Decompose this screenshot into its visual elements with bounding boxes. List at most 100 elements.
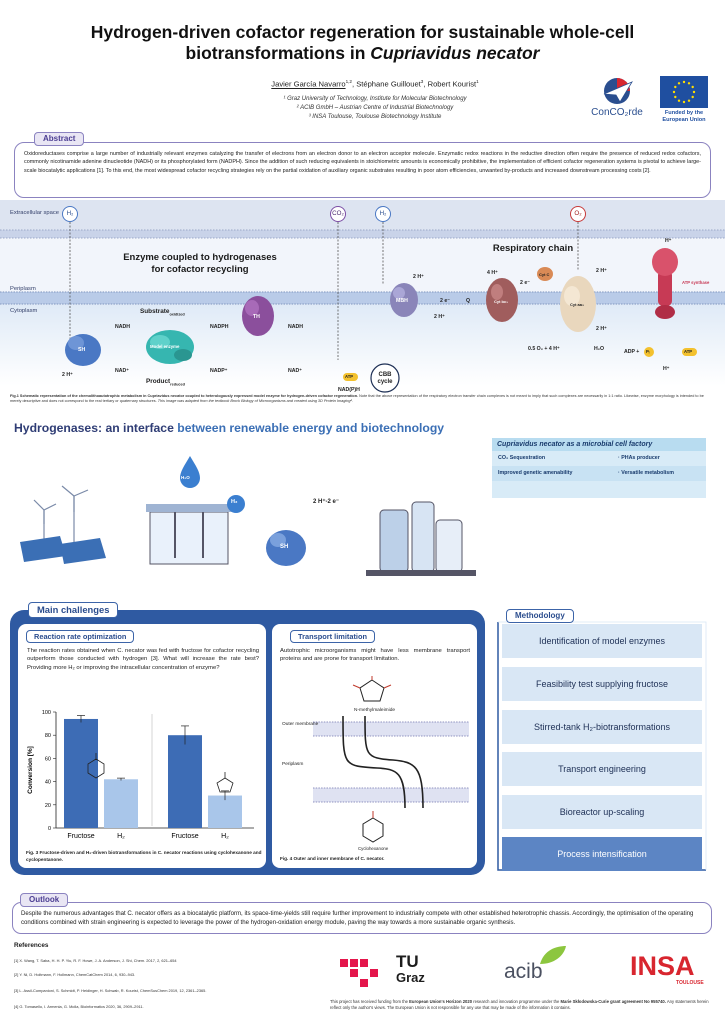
abstract-tab: Abstract [34,132,85,146]
bar-0 [64,718,98,828]
product-label: Productreduced [146,378,185,387]
fig4-caption: Fig. 4 Outer and inner membrane of C. ne… [280,856,385,861]
bar-1 [104,779,138,828]
periplasm-label: Periplasm [10,286,36,292]
author-list: Javier García Navarro1,2, Stéphane Guill… [271,79,479,89]
cytoplasm-label: Cytoplasm [10,308,38,314]
transport-limitation-tab: Transport limitation [290,630,375,643]
h2-molecule-right: H₂ [375,206,391,222]
respiratory-chain-heading: Respiratory chain [492,243,574,254]
main-challenges-section: The reaction rates obtained when C. neca… [10,610,485,875]
cell-factory-box: Cupriavidus necator as a microbial cell … [492,438,706,498]
aa3-protons-out: 2 H⁺ [596,268,607,274]
sh-hydrogenase-icon [266,530,306,566]
outlook-body: Despite the numerous advantages that C. … [12,902,712,934]
title-line-1: Hydrogen-driven cofactor regeneration fo… [90,22,635,42]
sh-label: SH [78,347,86,353]
electron-label: 2 H⁺-2 e⁻ [313,499,340,505]
mbh-protons-in: 2 H⁺ [434,314,445,320]
eu-stars-icon [672,80,696,104]
transport-limitation-text: Autotrophic microorganisms might have le… [280,648,470,663]
factory-row-2: Improved genetic amenability· Versatile … [492,466,706,481]
y-tick-label-2: 40 [45,780,51,786]
atp-synthase-label: ATP synthase [682,280,710,285]
nad-right: NAD⁺ [288,368,302,374]
insa-toulouse-label: TOULOUSE [676,980,704,986]
atp-synthase-proton-in: H⁺ [663,366,670,372]
model-enzyme-label: Model enzyme [150,344,180,349]
atp-synthase-proton-out: H⁺ [665,238,672,244]
h2-molecule-left: H₂ [62,206,78,222]
y-tick-label-3: 60 [45,756,51,762]
outlook-tab: Outlook [20,893,69,907]
nadp-label: NADP⁺ [210,368,228,374]
h2-bubble-icon [227,495,245,513]
outer-membrane-label: Outer membrane [282,722,319,727]
nadph-label: NADPH [210,324,229,330]
method-step-1: Identification of model enzymes [502,624,702,658]
co2-molecule: CO₂ [330,206,346,222]
category-label-3: H₂ [221,833,229,840]
reference-3: [3] L. Assil-Companioni, S. Schmidt, P. … [14,988,207,993]
water-drop-label: H₂O [181,475,190,480]
methodology-section: Identification of model enzymes Feasibil… [492,616,712,876]
adp-label: ADP + [624,349,640,355]
method-step-5: Bioreactor up-scaling [502,795,702,829]
main-challenges-tab: Main challenges [28,602,119,618]
atp-right: ATP [684,349,693,354]
tu-graz-logo: TU Graz [340,953,432,987]
cyt-bc1-complex [486,278,518,322]
references-heading: References [14,942,49,949]
bc1-protons: 4 H⁺ [487,270,498,276]
acib-leaf-icon [540,946,566,964]
hydrogenases-title: Hydrogenases: an interface between renew… [14,421,445,435]
sh-protons: 2 H⁺ [62,372,73,378]
fig1-caption: Fig.1 Schematic representation of the ch… [10,394,704,403]
cytc-electrons: 2 e⁻ [520,280,530,286]
y-axis-label: Conversion [%] [27,746,34,794]
nadh-left: NADH [115,324,130,330]
mbh-electrons: 2 e⁻ [440,298,450,304]
concorde-logo: ConCO₂rde [580,76,652,124]
acib-logo: acib [504,960,543,983]
nad-left: NAD⁺ [115,368,129,374]
cell-factory-heading: Cupriavidus necator as a microbial cell … [492,438,706,451]
water-drop-icon [180,456,200,488]
rate-optimization-panel: The reaction rates obtained when C. neca… [18,624,266,868]
atp-synthase [652,248,678,319]
th-enzyme [242,296,274,336]
diagram-canvas [0,200,725,393]
method-step-6: Process intensification [502,837,702,871]
method-step-4: Transport engineering [502,752,702,786]
author-3: , Robert Kourist [423,79,477,89]
y-tick-label-5: 100 [42,710,51,716]
cyt-aa3-label: Cyt aa₃ [570,302,584,307]
electrolyzer-icon [146,504,232,565]
sh-illustration-label: SH [280,544,289,550]
paper-plane-icon [603,78,633,104]
mbh-enzyme [390,283,418,317]
author-2: , Stéphane Guillouet [351,79,421,89]
method-step-2: Feasibility test supplying fructose [502,667,702,701]
pi-label: Pᵢ [646,349,650,354]
quinone-label: Q [466,298,471,304]
o2-molecule: O₂ [570,206,586,222]
y-tick-label-4: 80 [45,733,51,739]
abstract-body: Oxidoreductases comprise a large number … [14,142,711,198]
mbh-protons-out: 2 H⁺ [413,274,424,280]
author-1: Javier García Navarro [271,79,346,89]
nmm-label: N-methylmaleimide [354,708,396,713]
funding-statement: This project has received funding from t… [330,999,709,1010]
renewable-energy-illustration [20,456,476,576]
bar-2 [168,735,202,828]
title-line-2: biotransformations in Cupriavidus necato… [185,43,540,63]
nadh-right: NADH [288,324,303,330]
reference-4: [4] G. Tomasello, I. Armenia, G. Molla, … [14,1004,144,1009]
rate-optimization-text: The reaction rates obtained when C. neca… [27,648,259,671]
substrate-label: Substrateoxidized [140,308,185,317]
extracellular-label: Extracellular space [10,210,59,216]
cyclopentanone-glyph [216,777,234,793]
membrane-illustration [313,676,469,843]
